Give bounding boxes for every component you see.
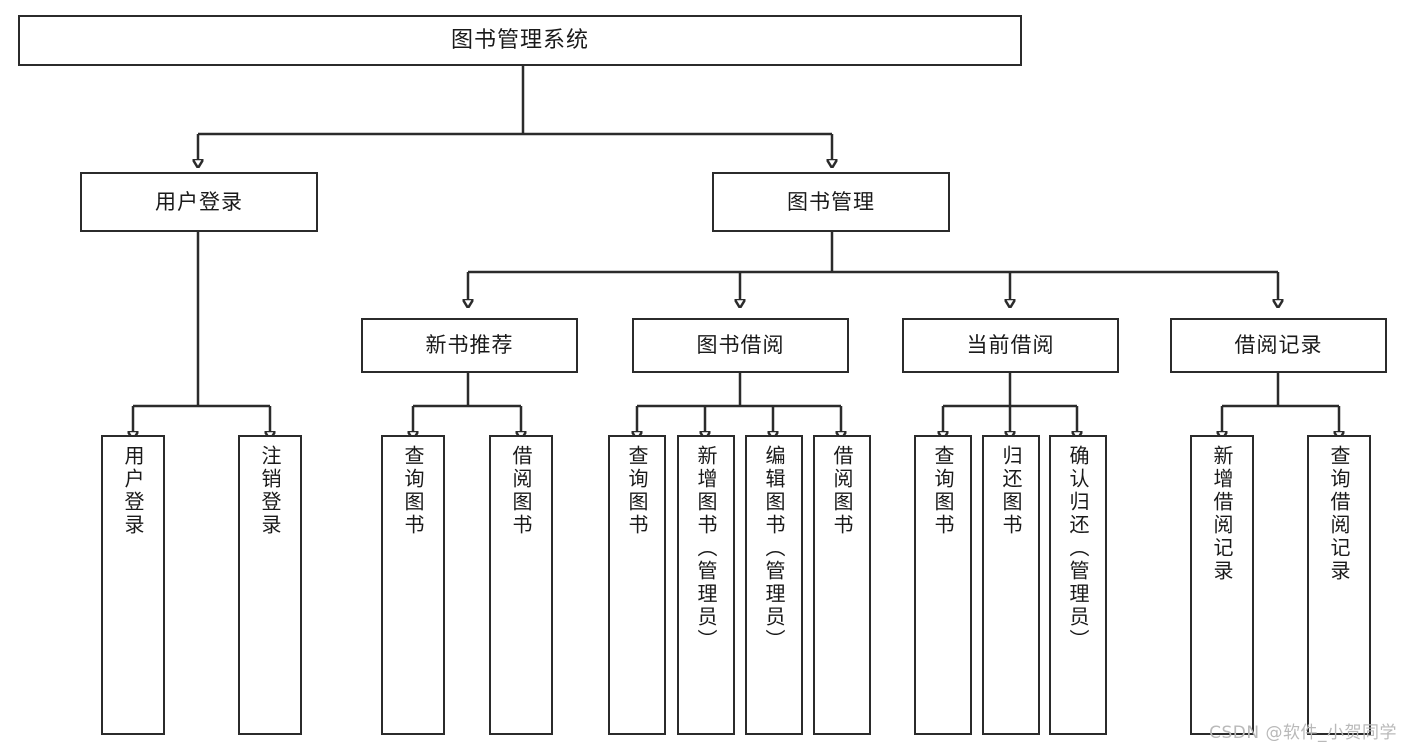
node-label: 新增图书（管理员） xyxy=(694,445,718,652)
watermark: CSDN @软件_小贺同学 xyxy=(1209,723,1397,743)
node-label: 编辑图书（管理员） xyxy=(762,445,786,652)
leaf-record-query[interactable]: 查询借阅记录 xyxy=(1307,435,1371,735)
leaf-new-book-query[interactable]: 查询图书 xyxy=(381,435,445,735)
node-label: 借阅记录 xyxy=(1234,333,1323,358)
node-label: 借阅图书 xyxy=(830,445,854,537)
node-label: 借阅图书 xyxy=(509,445,533,537)
node-label: 查询图书 xyxy=(625,445,649,537)
node-label: 新增借阅记录 xyxy=(1210,445,1234,583)
node-label: 查询图书 xyxy=(401,445,425,537)
leaf-borrow-add-book[interactable]: 新增图书（管理员） xyxy=(677,435,735,735)
leaf-user-logout[interactable]: 注销登录 xyxy=(238,435,302,735)
leaf-user-login[interactable]: 用户登录 xyxy=(101,435,165,735)
node-new-book-recommend[interactable]: 新书推荐 xyxy=(361,318,578,373)
leaf-new-book-borrow[interactable]: 借阅图书 xyxy=(489,435,553,735)
node-label: 新书推荐 xyxy=(425,333,514,358)
node-label: 确认归还（管理员） xyxy=(1066,445,1090,652)
node-label: 注销登录 xyxy=(258,445,282,537)
leaf-borrow-edit-book[interactable]: 编辑图书（管理员） xyxy=(745,435,803,735)
node-user-login[interactable]: 用户登录 xyxy=(80,172,318,232)
node-label: 查询图书 xyxy=(931,445,955,537)
node-label: 查询借阅记录 xyxy=(1327,445,1351,583)
node-label: 用户登录 xyxy=(155,189,243,214)
node-label: 图书借阅 xyxy=(696,333,785,358)
node-borrow-record[interactable]: 借阅记录 xyxy=(1170,318,1387,373)
node-label: 归还图书 xyxy=(999,445,1023,537)
node-book-management-system[interactable]: 图书管理系统 xyxy=(18,15,1022,66)
node-label: 图书管理 xyxy=(787,189,875,214)
node-label: 图书管理系统 xyxy=(450,27,589,53)
leaf-current-confirm-return[interactable]: 确认归还（管理员） xyxy=(1049,435,1107,735)
leaf-borrow-query-book[interactable]: 查询图书 xyxy=(608,435,666,735)
leaf-record-add[interactable]: 新增借阅记录 xyxy=(1190,435,1254,735)
leaf-current-query-book[interactable]: 查询图书 xyxy=(914,435,972,735)
node-book-management[interactable]: 图书管理 xyxy=(712,172,950,232)
leaf-borrow-borrow-book[interactable]: 借阅图书 xyxy=(813,435,871,735)
node-current-borrow[interactable]: 当前借阅 xyxy=(902,318,1119,373)
leaf-current-return-book[interactable]: 归还图书 xyxy=(982,435,1040,735)
node-label: 当前借阅 xyxy=(966,333,1055,358)
node-book-borrow[interactable]: 图书借阅 xyxy=(632,318,849,373)
node-label: 用户登录 xyxy=(121,445,145,537)
